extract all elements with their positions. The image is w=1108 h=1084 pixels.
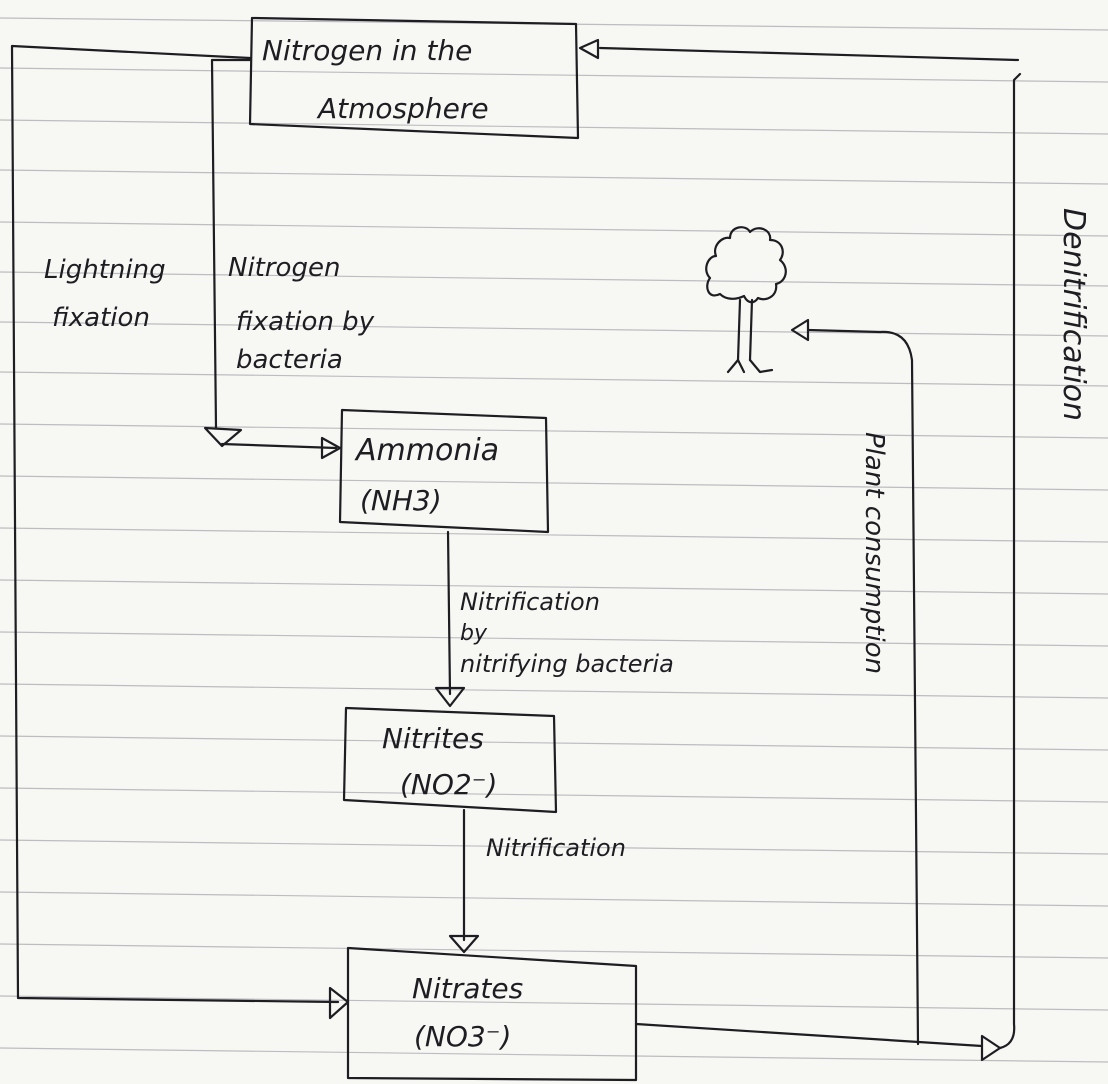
atmosphere-label-line1: Nitrogen in the — [262, 34, 472, 67]
nitrites-label: Nitrites — [382, 722, 484, 755]
nitrification-2-line1: Nitrification — [486, 834, 626, 862]
lightning-fixation-label: Lightning fixation — [44, 255, 166, 333]
nitrification-label-1: Nitrification by nitrifying bacteria — [460, 588, 674, 678]
lightning-label-line2: fixation — [52, 303, 150, 333]
denitrification-arrow — [580, 40, 1020, 1060]
atmosphere-label-line2: Atmosphere — [316, 92, 489, 125]
nitrites-formula: (NO2⁻) — [400, 768, 497, 801]
ammonia-formula: (NH3) — [360, 484, 442, 517]
atmosphere-node: Nitrogen in the Atmosphere — [250, 18, 578, 138]
ruled-lines — [0, 18, 1108, 1062]
bacterial-fixation-label: Nitrogen fixation by bacteria — [228, 253, 375, 375]
bacterial-label-line3: bacteria — [236, 345, 343, 375]
nitrates-label: Nitrates — [412, 972, 523, 1005]
nitrites-node: Nitrites (NO2⁻) — [344, 708, 556, 812]
plant-consumption-arrow — [792, 320, 918, 1044]
lightning-label-line1: Lightning — [44, 255, 166, 285]
nitrification-1-line2: by — [460, 621, 488, 646]
nitrification-label-2: Nitrification — [486, 834, 626, 862]
plant-consumption-label: Plant consumption — [859, 432, 889, 674]
nitrification-arrow-1 — [436, 532, 464, 706]
nitrates-formula: (NO3⁻) — [414, 1020, 511, 1053]
ammonia-label: Ammonia — [354, 433, 499, 468]
nitrification-1-line1: Nitrification — [460, 588, 600, 616]
bacterial-label-line2: fixation by — [236, 307, 375, 337]
nitrates-box — [348, 948, 636, 1080]
arrow-head — [982, 1036, 1000, 1060]
denitrification-label: Denitrification — [1056, 208, 1091, 421]
nitrification-arrow-2 — [450, 810, 478, 952]
arrow-head — [580, 40, 598, 58]
arrow-head — [792, 320, 808, 340]
bacterial-label-line1: Nitrogen — [228, 253, 340, 283]
nitrification-1-line3: nitrifying bacteria — [460, 650, 674, 678]
nitrates-node: Nitrates (NO3⁻) — [348, 948, 636, 1080]
tree-icon — [706, 227, 786, 372]
